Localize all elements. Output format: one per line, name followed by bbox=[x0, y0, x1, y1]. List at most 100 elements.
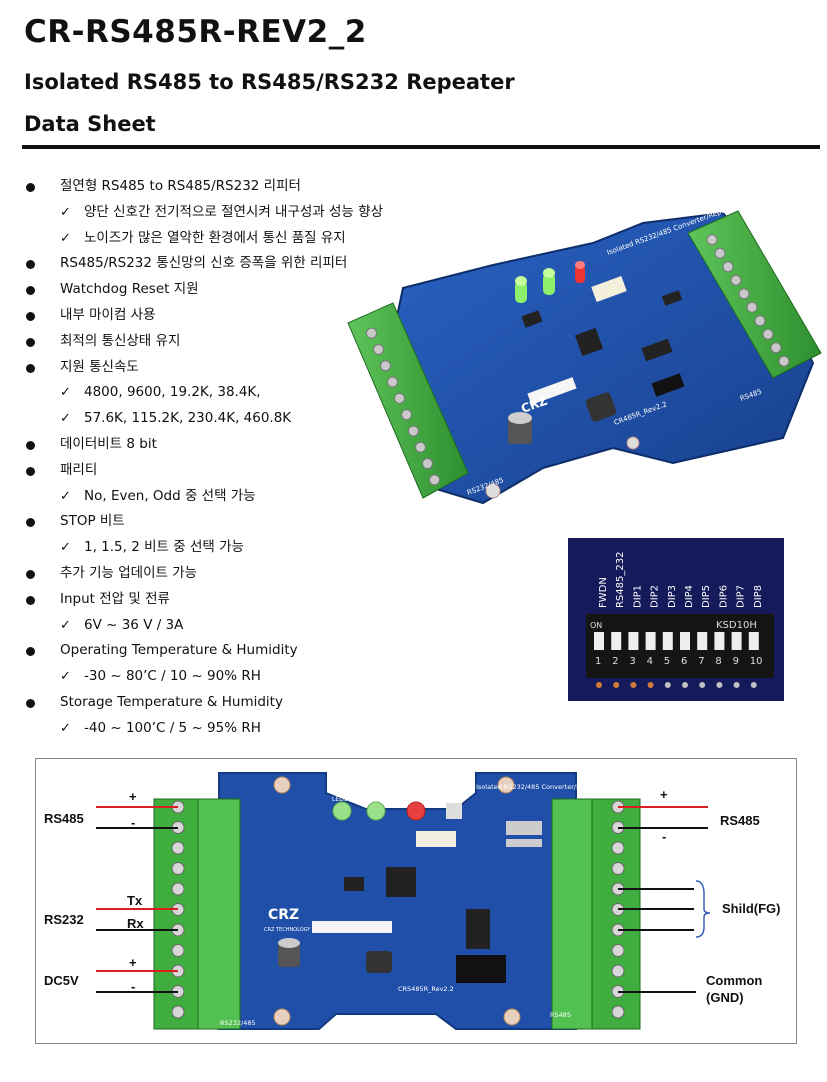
header-rule bbox=[22, 145, 820, 149]
dip-switch[interactable] bbox=[662, 632, 673, 650]
screw-terminal bbox=[722, 261, 734, 273]
feature-item: Storage Temperature & Humidity bbox=[26, 690, 466, 716]
feature-text: 최적의 통신상태 유지 bbox=[60, 332, 181, 349]
screw-terminal bbox=[408, 425, 419, 437]
feature-item: 절연형 RS485 to RS485/RS232 리피터 bbox=[26, 174, 466, 200]
feature-text: -40 ~ 100’C / 5 ~ 95% RH bbox=[84, 719, 261, 736]
checkmark-icon: ✓ bbox=[60, 411, 71, 427]
bullet-icon bbox=[26, 595, 35, 605]
feature-subitem: ✓1, 1.5, 2 비트 중 선택 가능 bbox=[26, 535, 466, 561]
checkmark-icon: ✓ bbox=[60, 669, 71, 685]
wiring-right-terminal bbox=[551, 798, 641, 1030]
feature-subitem: ✓ -30 ~ 80’C / 10 ~ 90% RH bbox=[26, 664, 466, 690]
bullet-icon bbox=[26, 440, 35, 450]
feature-item: Input 전압 및 전류 bbox=[26, 587, 466, 613]
feature-item: 최적의 통신상태 유지 bbox=[26, 329, 466, 355]
feature-text: 6V ~ 36 V / 3A bbox=[84, 616, 184, 633]
screw-terminal bbox=[738, 288, 750, 300]
dip-switch[interactable] bbox=[714, 632, 725, 650]
feature-text: -30 ~ 80’C / 10 ~ 90% RH bbox=[84, 668, 261, 685]
screw-terminal bbox=[171, 1005, 185, 1019]
checkmark-icon: ✓ bbox=[60, 230, 71, 246]
dip-switch[interactable] bbox=[697, 632, 708, 650]
screw-terminal bbox=[415, 441, 426, 453]
bullet-icon bbox=[26, 518, 35, 528]
doc-type: Data Sheet bbox=[24, 112, 156, 136]
feature-item: Watchdog Reset 지원 bbox=[26, 277, 466, 303]
wl-rx: Rx bbox=[127, 916, 144, 931]
feature-text: STOP 비트 bbox=[60, 513, 125, 530]
wiring-model: CRS485R_Rev2.2 bbox=[398, 985, 454, 993]
screw-terminal bbox=[611, 944, 625, 957]
dip-switch[interactable] bbox=[748, 632, 759, 650]
wr-gnd: (GND) bbox=[706, 990, 744, 1005]
bullet-icon bbox=[26, 311, 35, 321]
feature-text: Operating Temperature & Humidity bbox=[60, 642, 298, 659]
feature-item: 내부 마이컴 사용 bbox=[26, 303, 466, 329]
screw-terminal bbox=[778, 355, 790, 367]
feature-text: 1, 1.5, 2 비트 중 선택 가능 bbox=[84, 539, 244, 556]
screw-terminal bbox=[373, 343, 384, 355]
wiring-led1: LED1 bbox=[332, 796, 348, 803]
feature-item: 지원 통신속도 bbox=[26, 355, 466, 381]
feature-text: 양단 신호간 전기적으로 절연시켜 내구성과 성능 향상 bbox=[84, 203, 383, 220]
dip-label: DIP8 bbox=[753, 585, 764, 608]
checkmark-icon: ✓ bbox=[60, 617, 71, 633]
right-terminal-block bbox=[687, 210, 822, 379]
screw-terminal bbox=[171, 841, 185, 855]
feature-text: RS485/RS232 통신망의 신호 증폭을 위한 리피터 bbox=[60, 255, 348, 272]
feature-text: 4800, 9600, 19.2K, 38.4K, bbox=[84, 384, 261, 401]
wiring-diagram: LED1 LED2 POWER RESET Isolated RS232/485… bbox=[35, 758, 797, 1044]
feature-text: Storage Temperature & Humidity bbox=[60, 693, 283, 710]
dip-brand: KSD10H bbox=[716, 620, 757, 631]
dip-number: 8 bbox=[715, 656, 721, 667]
dip-number: 5 bbox=[664, 656, 670, 667]
checkmark-icon: ✓ bbox=[60, 385, 71, 401]
dip-switch[interactable] bbox=[731, 632, 742, 650]
dip-label: DIP5 bbox=[701, 585, 712, 608]
wiring-left-terminal bbox=[153, 798, 241, 1030]
dip-switch[interactable] bbox=[628, 632, 639, 650]
dip-pin bbox=[613, 682, 620, 688]
screw-terminal bbox=[366, 327, 377, 339]
screw-terminal bbox=[394, 392, 405, 404]
dip-pin bbox=[716, 682, 723, 688]
feature-subitem: ✓ 노이즈가 많은 열악한 환경에서 통신 품질 유지 bbox=[26, 226, 466, 252]
feature-text: Input 전압 및 전류 bbox=[60, 590, 170, 607]
screw-terminal bbox=[762, 328, 774, 340]
feature-text: 노이즈가 많은 열악한 환경에서 통신 품질 유지 bbox=[84, 229, 346, 246]
screw-terminal bbox=[611, 1005, 625, 1019]
wl-rs232: RS232 bbox=[44, 912, 84, 927]
screw-terminal bbox=[611, 841, 625, 855]
dip-switch[interactable] bbox=[611, 632, 622, 650]
shield-bracket bbox=[695, 880, 711, 938]
screw-terminal bbox=[770, 342, 782, 354]
dip-switch[interactable] bbox=[645, 632, 656, 650]
wiring-logo: CRZ bbox=[268, 907, 299, 923]
screw-terminal bbox=[171, 944, 185, 957]
checkmark-icon: ✓ bbox=[60, 720, 71, 736]
dip-number: 9 bbox=[733, 656, 739, 667]
feature-subitem: ✓No, Even, Odd 중 선택 가능 bbox=[26, 484, 466, 510]
feature-text: 데이터비트 8 bit bbox=[60, 435, 157, 452]
led-indicators bbox=[515, 261, 585, 303]
dip-number: 1 bbox=[595, 656, 601, 667]
wl-rs485: RS485 bbox=[44, 811, 84, 826]
checkmark-icon: ✓ bbox=[60, 488, 71, 504]
feature-item: 패리티 bbox=[26, 458, 466, 484]
screw-terminal bbox=[714, 247, 726, 259]
dip-label: DIP7 bbox=[736, 585, 747, 608]
dip-pin bbox=[699, 682, 706, 688]
left-terminal-block bbox=[347, 302, 469, 499]
dip-switch[interactable] bbox=[680, 632, 690, 650]
wiring-top-text: Isolated RS232/485 Converter/Repeater bbox=[476, 783, 606, 791]
wiring-reset: RESET bbox=[442, 794, 462, 801]
screw-terminal bbox=[706, 234, 718, 246]
doc-subtitle: Isolated RS485 to RS485/RS232 Repeater bbox=[24, 70, 515, 94]
screw-terminal bbox=[171, 882, 185, 896]
wiring-right-silk: RS485 bbox=[550, 1011, 571, 1019]
screw-terminal bbox=[380, 360, 391, 372]
feature-item: 추가 기능 업데이트 가능 bbox=[26, 561, 466, 587]
dip-switch[interactable] bbox=[594, 632, 604, 650]
checkmark-icon: ✓ bbox=[60, 204, 71, 220]
